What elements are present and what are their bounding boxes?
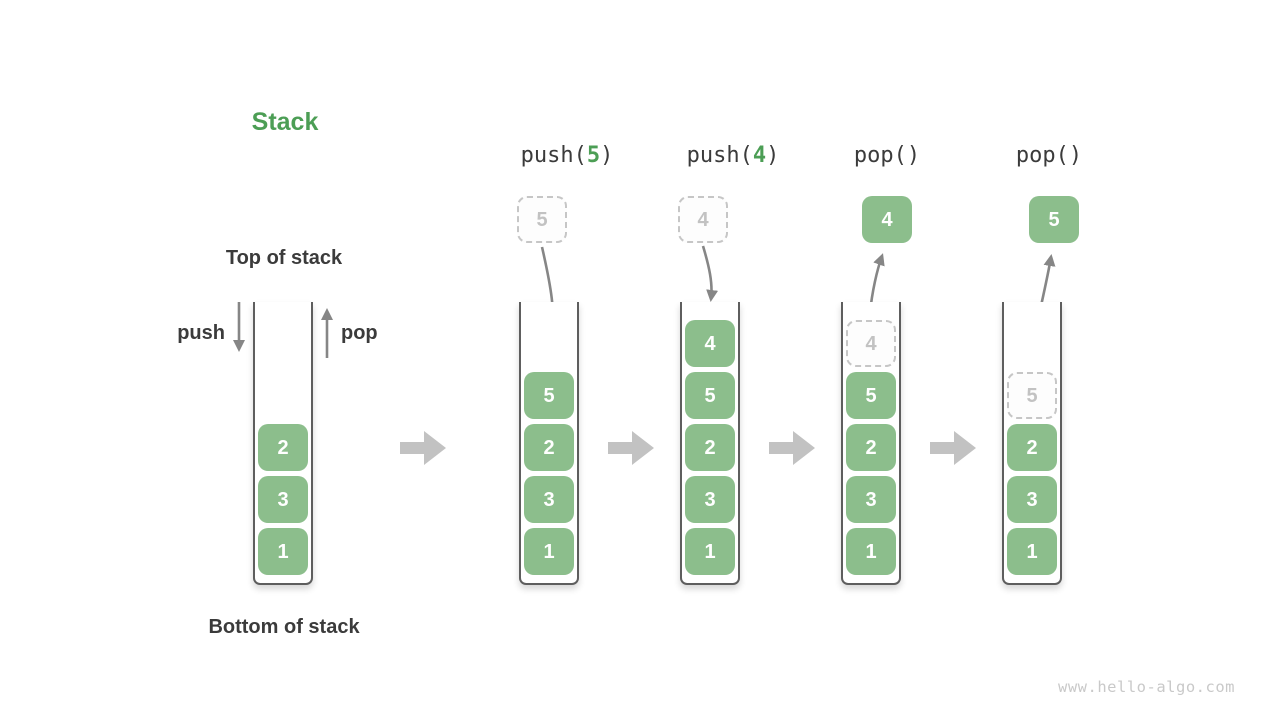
operation-label-pop-second: pop() — [1016, 143, 1082, 168]
stack-container-initial: 2 3 1 — [253, 302, 313, 585]
stack-cell: 4 — [846, 320, 896, 367]
transition-arrow — [930, 431, 976, 465]
transition-arrow — [608, 431, 654, 465]
op-label-text: push( — [686, 143, 753, 168]
floating-cell: 4 — [862, 196, 912, 243]
stack-cell: 3 — [685, 476, 735, 523]
stack-cell: 3 — [846, 476, 896, 523]
op-label-arg: 4 — [752, 143, 767, 168]
op-label-arg: 5 — [586, 143, 601, 168]
op-label-text: pop() — [1015, 143, 1083, 168]
stack-cell: 2 — [524, 424, 574, 471]
stack-cell: 3 — [1007, 476, 1057, 523]
push-label: push — [177, 322, 225, 344]
stack-cell: 4 — [685, 320, 735, 367]
floating-cell: 5 — [1029, 196, 1079, 243]
floating-cell: 4 — [678, 196, 728, 243]
transition-arrow — [400, 431, 446, 465]
pop-label: pop — [341, 322, 378, 344]
diagram-title: Stack — [251, 108, 319, 136]
stack-container-pop-first: 4 5 2 3 1 — [841, 302, 901, 585]
op-label-text: ) — [600, 143, 614, 168]
stack-cell: 1 — [1007, 528, 1057, 575]
stack-cell: 1 — [524, 528, 574, 575]
stack-cell: 5 — [1007, 372, 1057, 419]
op-label-text: pop() — [853, 143, 921, 168]
operation-label-push4: push(4) — [687, 143, 780, 168]
stack-container-push5: 5 2 3 1 — [519, 302, 579, 585]
op-label-text: ) — [766, 143, 780, 168]
stack-container-push4: 4 5 2 3 1 — [680, 302, 740, 585]
stack-container-pop-second: 5 2 3 1 — [1002, 302, 1062, 585]
stack-cell: 5 — [685, 372, 735, 419]
bottom-of-stack-label: Bottom of stack — [208, 616, 360, 638]
stack-cell: 1 — [846, 528, 896, 575]
operation-label-push5: push(5) — [521, 143, 614, 168]
push4-motion-arrow — [701, 245, 719, 302]
operation-label-pop-first: pop() — [854, 143, 920, 168]
stack-cell: 3 — [258, 476, 308, 523]
watermark: www.hello-algo.com — [1058, 678, 1235, 696]
stack-cell: 2 — [685, 424, 735, 471]
top-of-stack-label: Top of stack — [225, 247, 343, 269]
stack-cell: 1 — [258, 528, 308, 575]
stack-cell: 1 — [685, 528, 735, 575]
stack-cell: 5 — [846, 372, 896, 419]
stack-cell: 2 — [258, 424, 308, 471]
op-label-text: push( — [520, 143, 587, 168]
stack-cell: 5 — [524, 372, 574, 419]
stack-cell: 2 — [846, 424, 896, 471]
floating-cell: 5 — [517, 196, 567, 243]
stack-cell: 2 — [1007, 424, 1057, 471]
stack-cell: 3 — [524, 476, 574, 523]
transition-arrow — [769, 431, 815, 465]
